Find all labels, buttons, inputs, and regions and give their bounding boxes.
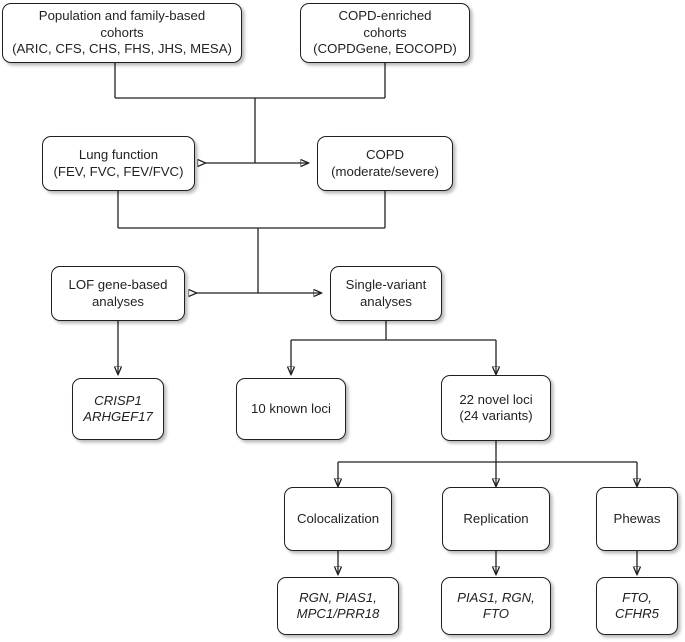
- node-lof-genes[interactable]: CRISP1 ARHGEF17: [72, 378, 164, 440]
- node-replication-genes-label: PIAS1, RGN, FTO: [457, 589, 535, 622]
- node-phewas[interactable]: Phewas: [596, 487, 678, 551]
- node-colocalization-genes[interactable]: RGN, PIAS1, MPC1/PRR18: [277, 577, 399, 635]
- node-single-variant-analyses-label: Single-variant analyses: [345, 277, 427, 309]
- node-lung-function[interactable]: Lung function (FEV, FVC, FEV/FVC): [42, 136, 195, 191]
- node-lof-gene-based-analyses[interactable]: LOF gene-based analyses: [51, 266, 185, 321]
- node-novel-loci-label: 22 novel loci (24 variants): [459, 391, 533, 424]
- node-replication-label: Replication: [463, 510, 529, 526]
- node-copd-enriched-cohorts-label: COPD-enriched cohorts (COPDGene, EOCOPD): [313, 8, 457, 57]
- node-phewas-genes-label: FTO, CFHR5: [615, 589, 659, 622]
- node-single-variant-analyses[interactable]: Single-variant analyses: [330, 266, 442, 321]
- node-novel-loci[interactable]: 22 novel loci (24 variants): [441, 375, 551, 441]
- node-lof-genes-label: CRISP1 ARHGEF17: [83, 392, 153, 425]
- node-colocalization-label: Colocalization: [296, 510, 380, 526]
- node-phewas-label: Phewas: [613, 510, 661, 526]
- node-colocalization-genes-label: RGN, PIAS1, MPC1/PRR18: [296, 589, 380, 622]
- node-copd-enriched-cohorts[interactable]: COPD-enriched cohorts (COPDGene, EOCOPD): [300, 3, 470, 63]
- node-copd-severity[interactable]: COPD (moderate/severe): [317, 136, 453, 191]
- node-population-cohorts-label: Population and family-based cohorts (ARI…: [12, 8, 232, 57]
- node-lof-gene-based-analyses-label: LOF gene-based analyses: [68, 277, 168, 309]
- node-copd-severity-label: COPD (moderate/severe): [331, 147, 439, 179]
- node-phewas-genes[interactable]: FTO, CFHR5: [596, 577, 678, 635]
- node-replication-genes[interactable]: PIAS1, RGN, FTO: [441, 577, 551, 635]
- node-lung-function-label: Lung function (FEV, FVC, FEV/FVC): [53, 147, 184, 179]
- node-population-cohorts[interactable]: Population and family-based cohorts (ARI…: [2, 3, 242, 63]
- node-colocalization[interactable]: Colocalization: [284, 487, 392, 551]
- node-replication[interactable]: Replication: [442, 487, 550, 551]
- node-known-loci[interactable]: 10 known loci: [236, 378, 346, 440]
- node-known-loci-label: 10 known loci: [251, 400, 331, 416]
